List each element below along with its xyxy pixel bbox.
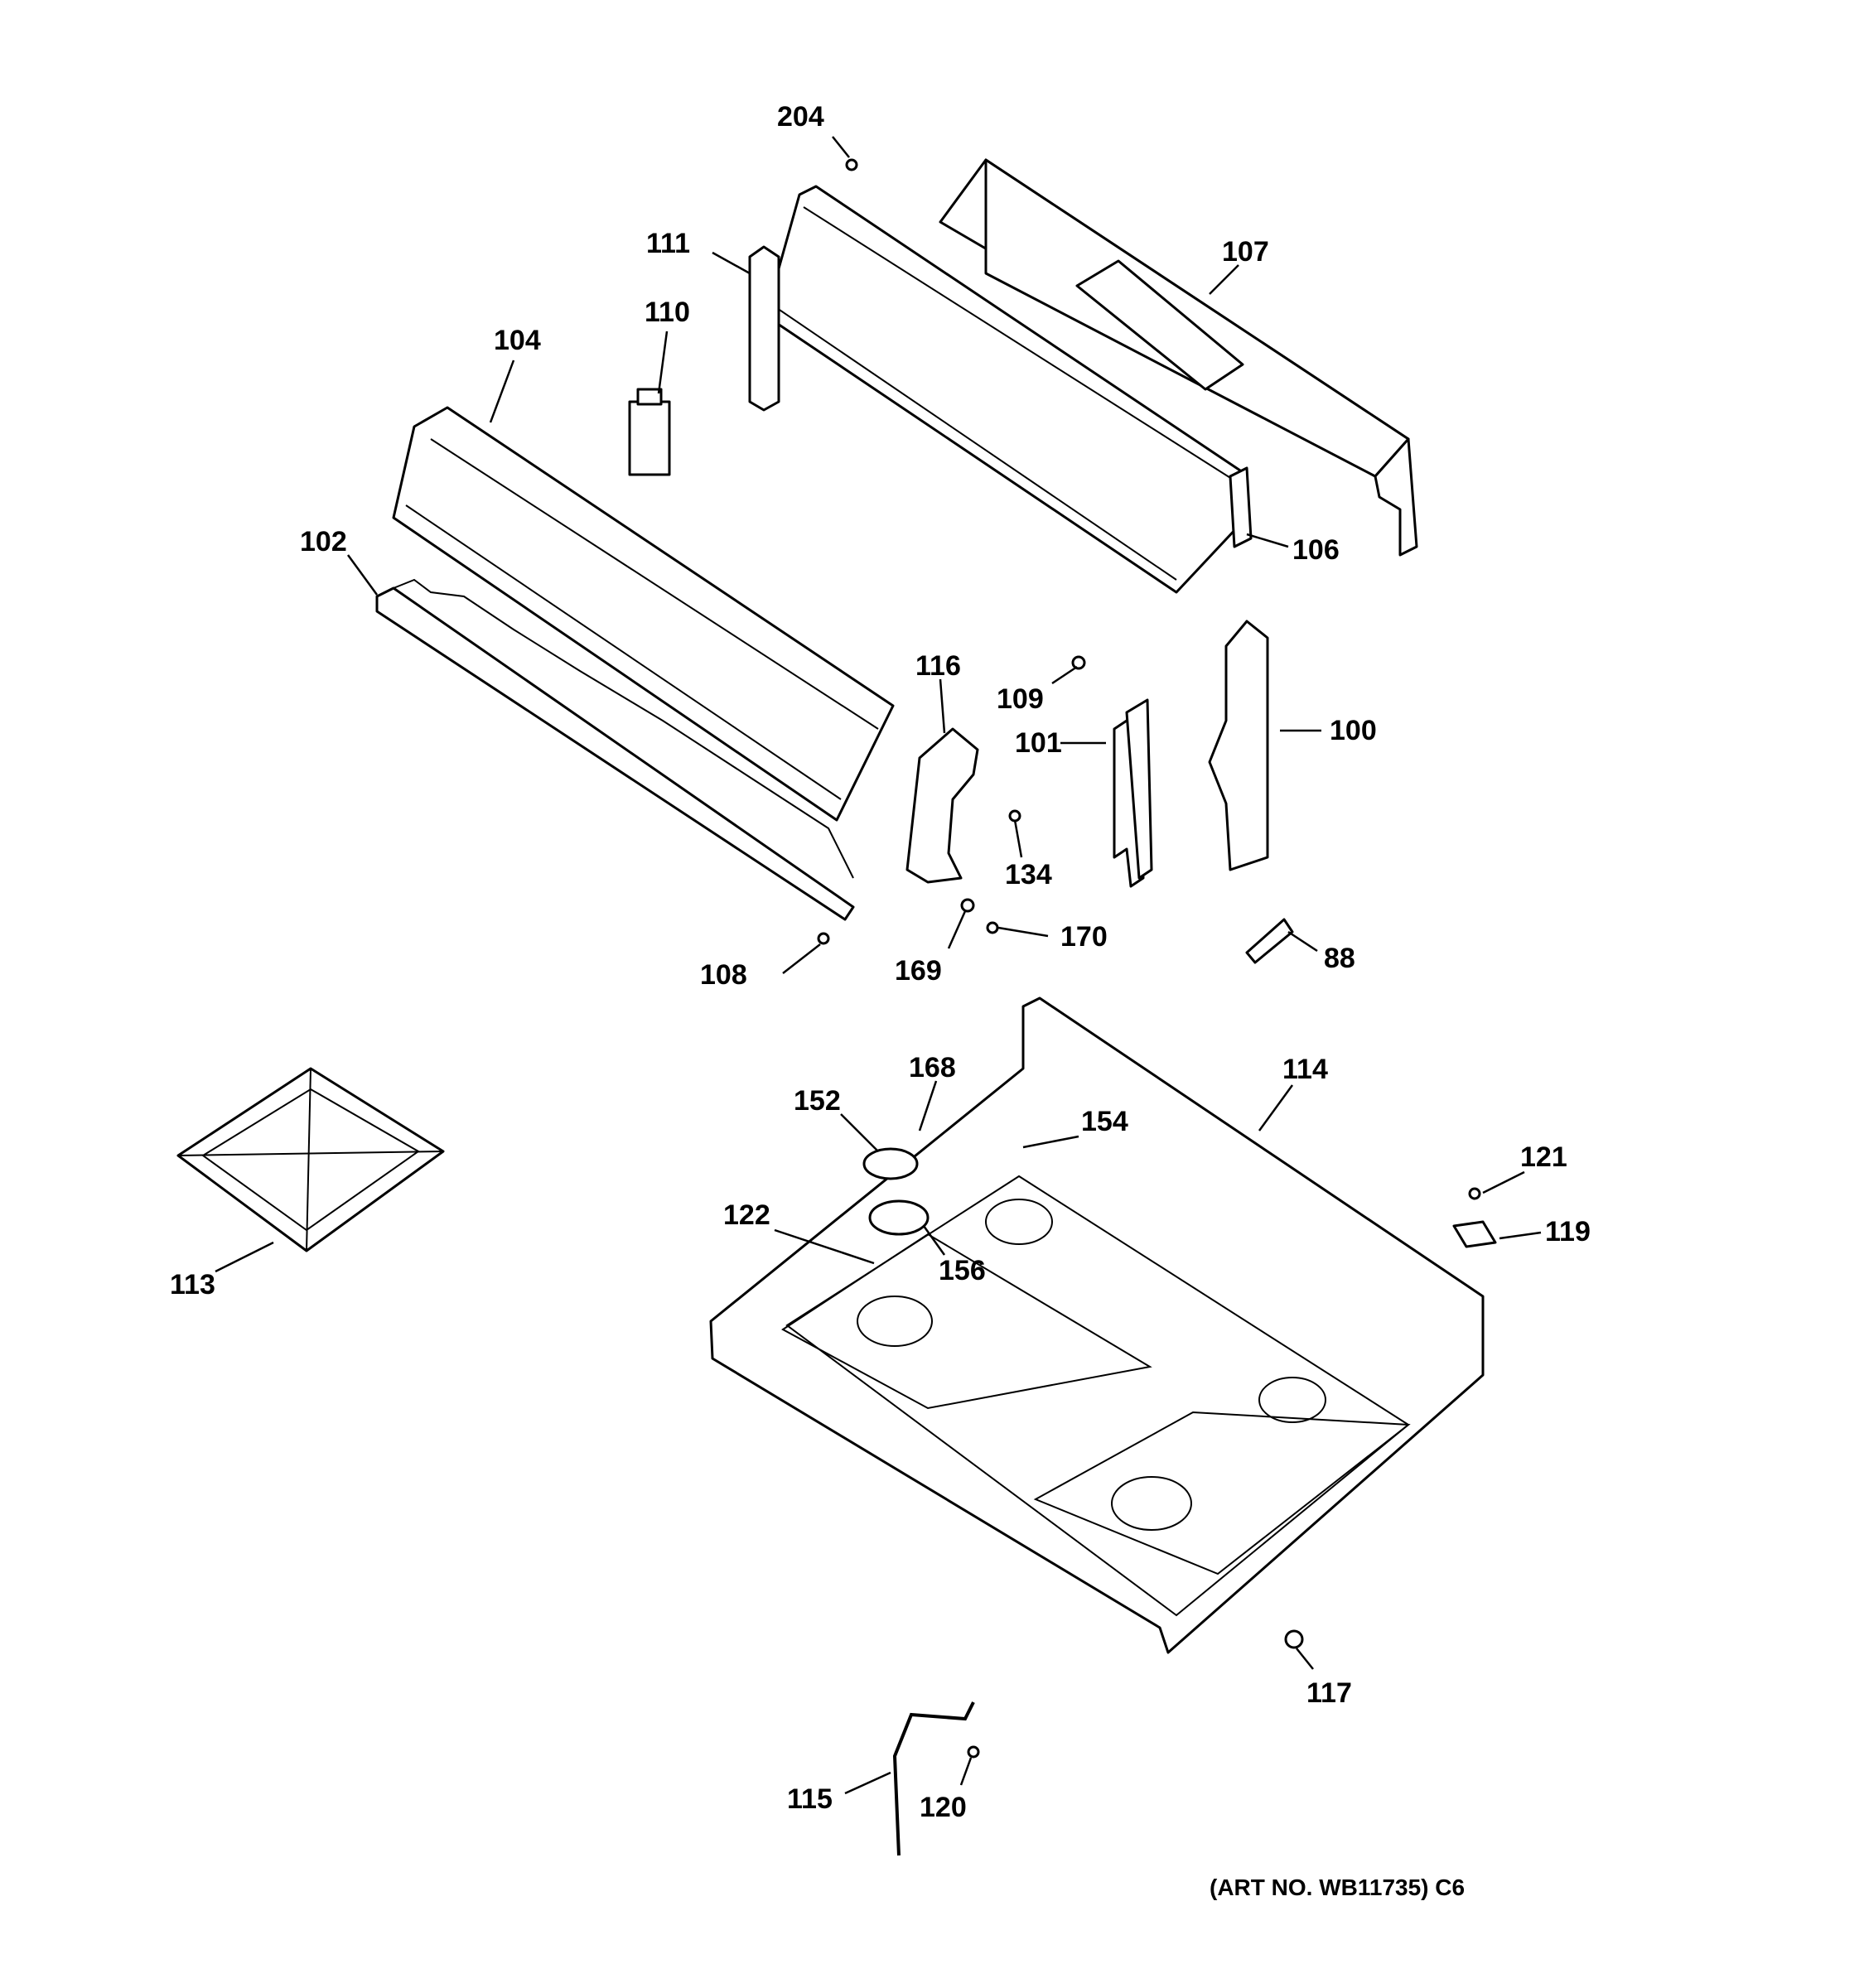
- block-88: [1245, 918, 1294, 964]
- side-trim-116: [905, 727, 979, 884]
- art-number: (ART NO. WB11735) C6: [1210, 1875, 1465, 1900]
- label-107: 107: [1222, 236, 1269, 268]
- label-109: 109: [997, 683, 1044, 715]
- label-134: 134: [1005, 859, 1052, 890]
- label-154: 154: [1081, 1106, 1128, 1137]
- label-106: 106: [1292, 534, 1340, 566]
- burner-grate-113: [176, 1067, 445, 1252]
- latch-119: [1452, 1220, 1497, 1248]
- label-108: 108: [700, 959, 747, 991]
- burner-head-156: [868, 1199, 930, 1236]
- cooktop-114: [709, 996, 1485, 1654]
- switch-110: [628, 388, 671, 476]
- label-117: 117: [1306, 1677, 1352, 1709]
- label-120: 120: [920, 1792, 967, 1823]
- leader-lines: [215, 136, 1542, 1795]
- label-119: 119: [1545, 1216, 1591, 1247]
- label-110: 110: [645, 297, 690, 328]
- label-111: 111: [646, 228, 690, 259]
- bracket-111: [748, 245, 780, 412]
- label-122: 122: [723, 1199, 770, 1231]
- top-cover-107: [939, 158, 1418, 557]
- end-panel-100: [1208, 620, 1269, 871]
- label-168: 168: [909, 1052, 956, 1083]
- label-113: 113: [170, 1269, 215, 1300]
- label-170: 170: [1060, 921, 1108, 953]
- label-204: 204: [777, 101, 824, 133]
- burner-cap-152: [862, 1147, 919, 1180]
- label-114: 114: [1282, 1054, 1328, 1085]
- label-100: 100: [1330, 715, 1377, 746]
- label-102: 102: [300, 526, 347, 557]
- support-rod-115: [892, 1701, 975, 1856]
- trim-strip-102: [375, 578, 855, 921]
- label-115: 115: [787, 1783, 833, 1815]
- label-88: 88: [1324, 943, 1355, 974]
- label-169: 169: [895, 955, 942, 987]
- backguard-104: [392, 406, 895, 822]
- label-104: 104: [494, 325, 541, 356]
- label-101: 101: [1015, 727, 1062, 759]
- label-156: 156: [939, 1255, 986, 1286]
- label-152: 152: [794, 1085, 841, 1117]
- part-labels: 204 111 107 110 104 106 102 116 109 101 …: [170, 101, 1591, 1823]
- label-121: 121: [1520, 1141, 1567, 1173]
- bracket-101: [1113, 698, 1153, 888]
- label-116: 116: [915, 650, 961, 682]
